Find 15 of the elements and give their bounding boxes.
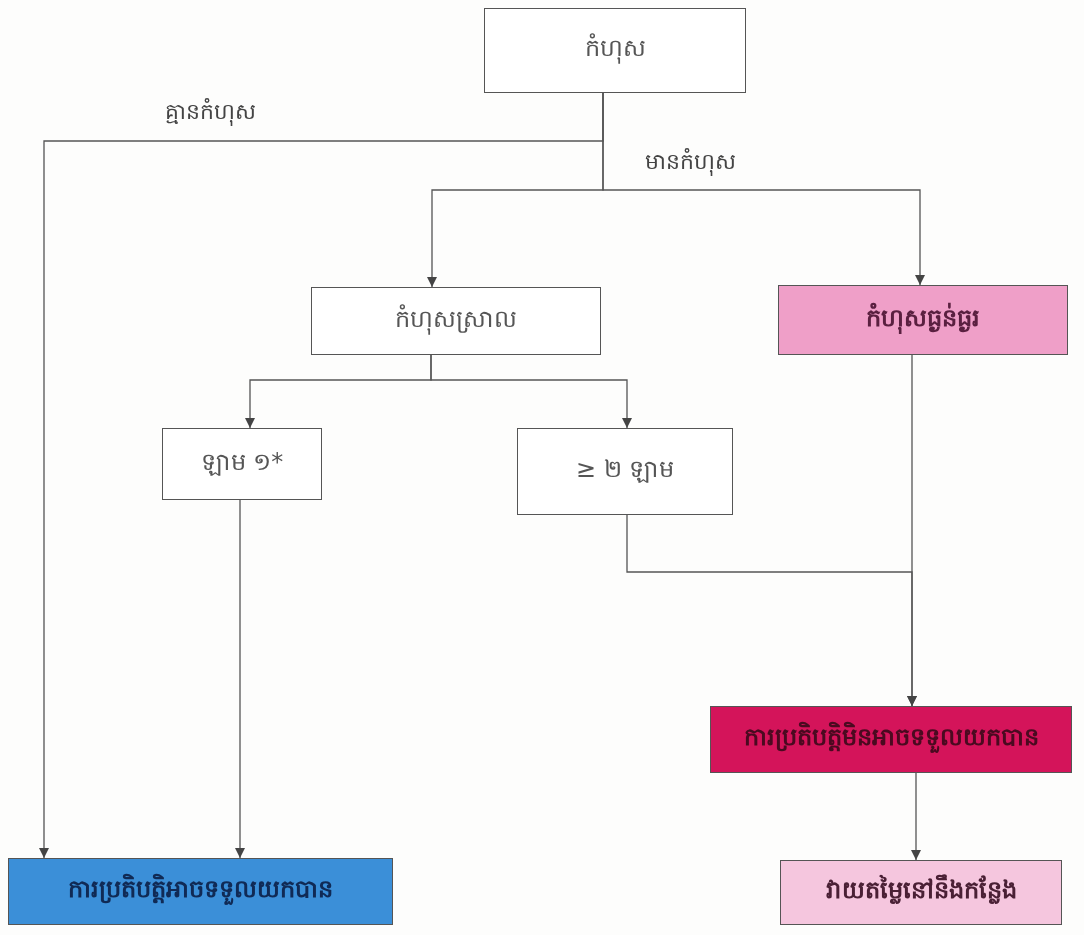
- process-box: កំហុស: [484, 8, 746, 93]
- arrow: [907, 354, 917, 707]
- arrow: [430, 354, 632, 429]
- process-box: កំហុសស្រាល: [311, 287, 601, 355]
- arrow: [235, 499, 245, 859]
- arrow: [911, 772, 921, 861]
- outcome-box: វាយតម្លៃនៅនឹងកន្លែង: [780, 860, 1062, 925]
- arrow: [602, 92, 925, 286]
- process-box: ≥ ២ ឡាម: [517, 428, 733, 515]
- edge-label: មានកំហុស: [645, 148, 736, 178]
- outcome-box: ការប្រតិបត្តិអាចទទួលយកបាន: [8, 858, 393, 925]
- process-box: ឡាម ១*: [162, 428, 322, 500]
- process-box: កំហុសធ្ងន់ធ្ងរ: [778, 285, 1068, 355]
- outcome-box: ការប្រតិបត្តិមិនអាចទទួលយកបាន: [710, 706, 1072, 773]
- edge-label: គ្មានកំហុស: [165, 98, 256, 128]
